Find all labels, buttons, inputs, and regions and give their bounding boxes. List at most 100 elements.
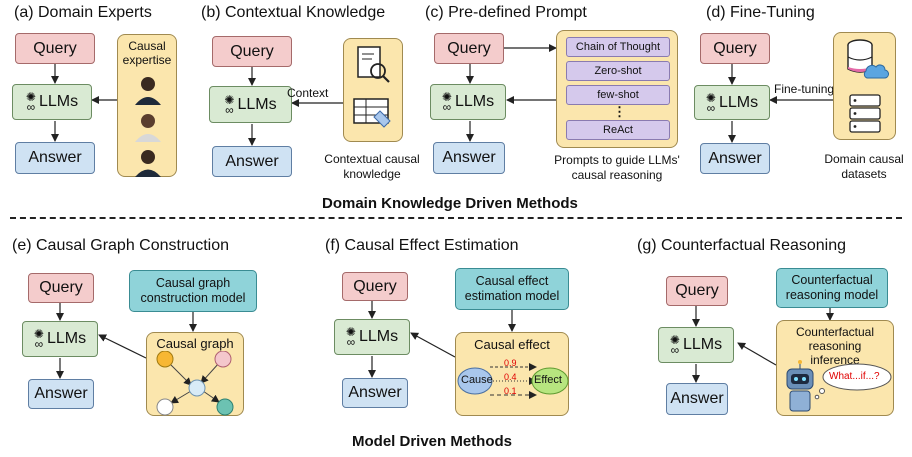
llms-box: ✺ ∞ LLMs: [12, 84, 92, 120]
openai-icon: ✺: [25, 90, 36, 104]
model-logos: ✺ ∞: [441, 90, 452, 114]
llms-box: ✺ ∞ LLMs: [209, 86, 292, 123]
openai-icon: ✺: [669, 333, 680, 347]
section-divider: [10, 217, 902, 219]
openai-icon: ✺: [345, 325, 356, 339]
document-search-icon: [353, 46, 391, 128]
query-box: Query: [700, 33, 770, 64]
meta-icon: ∞: [670, 343, 680, 357]
answer-box: Answer: [342, 378, 408, 408]
prompt-item-react: ReAct: [566, 120, 670, 140]
llms-label: LLMs: [237, 95, 277, 113]
query-box: Query: [212, 36, 292, 67]
prompt-panel: Chain of Thought Zero-shot few-shot ⋮ Re…: [556, 30, 678, 148]
llms-label: LLMs: [38, 93, 79, 110]
model-logos: ✺ ∞: [33, 327, 44, 351]
model-logos: ✺ ∞: [705, 90, 716, 115]
panel-g-title: (g) Counterfactual Reasoning: [637, 237, 847, 254]
counterfactual-model-box: Counterfactual reasoning model: [776, 268, 888, 308]
openai-icon: ✺: [224, 92, 235, 107]
panel-f-title: (f) Causal Effect Estimation: [325, 237, 519, 254]
llms-box: ✺ ∞ LLMs: [658, 327, 734, 363]
thought-bubble-icon: [814, 363, 892, 400]
llms-label: LLMs: [682, 336, 723, 353]
model-logos: ✺ ∞: [345, 325, 356, 349]
weight-label: 0.1: [504, 386, 517, 396]
prompt-item-zero-shot: Zero-shot: [566, 61, 670, 81]
panel-d-title: (d) Fine-Tuning: [706, 4, 815, 21]
panel-b-title: (b) Contextual Knowledge: [201, 4, 386, 21]
model-logos: ✺ ∞: [669, 333, 680, 357]
expert-panel: Causal expertise: [117, 34, 177, 177]
effect-label: Effect: [534, 374, 562, 386]
meta-icon: ∞: [442, 100, 452, 114]
answer-box: Answer: [28, 379, 94, 409]
answer-box: Answer: [666, 383, 728, 415]
server-icon: [849, 94, 881, 133]
causal-effect-title: Causal effect: [474, 337, 550, 352]
meta-icon: ∞: [706, 100, 716, 115]
cause-label: Cause: [461, 374, 493, 386]
query-box: Query: [15, 33, 95, 64]
weight-label: 0.9: [504, 358, 517, 368]
counterfactual-panel: Counterfactual reasoning inference What.…: [776, 320, 894, 416]
openai-icon: ✺: [33, 327, 44, 341]
effect-diagram: [457, 363, 569, 399]
openai-icon: ✺: [705, 90, 716, 105]
prompt-caption: Prompts to guide LLMs' causal reasoning: [554, 153, 680, 182]
table-icon: [353, 98, 391, 128]
query-box: Query: [666, 276, 728, 306]
robot-icon: [786, 360, 892, 412]
dataset-caption: Domain causal datasets: [824, 152, 904, 181]
answer-box: Answer: [15, 142, 95, 174]
cloud-icon: [863, 64, 889, 79]
causal-effect-panel: Causal effect Cause Effect 0.9 0.4 0.1: [455, 332, 569, 416]
llms-box: ✺ ∞ LLMs: [430, 84, 506, 120]
prompt-item-cot: Chain of Thought: [566, 37, 670, 57]
model-logos: ✺ ∞: [25, 90, 36, 114]
answer-box: Answer: [212, 146, 292, 177]
llms-label: LLMs: [454, 93, 495, 110]
answer-box: Answer: [700, 143, 770, 174]
panel-e-title: (e) Causal Graph Construction: [12, 237, 229, 254]
prompt-item-few-shot: few-shot: [566, 85, 670, 105]
effect-model-box: Causal effect estimation model: [455, 268, 569, 310]
meta-icon: ∞: [346, 335, 356, 349]
llms-label: LLMs: [46, 330, 87, 347]
dataset-panel: [833, 32, 896, 140]
openai-icon: ✺: [441, 90, 452, 104]
answer-box: Answer: [433, 142, 505, 174]
person-icon: [135, 77, 161, 177]
graph-icon: [156, 351, 234, 416]
llms-box: ✺ ∞ LLMs: [694, 85, 770, 120]
meta-icon: ∞: [34, 337, 44, 351]
panel-c-title: (c) Pre-defined Prompt: [425, 4, 587, 21]
panel-a-title: (a) Domain Experts: [14, 4, 152, 21]
weight-label: 0.4: [504, 372, 517, 382]
llms-box: ✺ ∞ LLMs: [334, 319, 410, 355]
llms-label: LLMs: [358, 328, 399, 345]
section-title-top: Domain Knowledge Driven Methods: [322, 195, 578, 212]
query-box: Query: [434, 33, 504, 64]
counterfactual-title: Counterfactual reasoning inference: [795, 325, 875, 367]
graph-model-box: Causal graph construction model: [129, 270, 257, 312]
llms-label: LLMs: [718, 93, 759, 111]
llms-box: ✺ ∞ LLMs: [22, 321, 98, 357]
context-label: Context: [287, 86, 329, 100]
model-logos: ✺ ∞: [224, 92, 235, 117]
query-box: Query: [28, 273, 94, 303]
expertise-label: Causal expertise: [122, 39, 172, 67]
prompt-ellipsis: ⋮: [613, 104, 626, 119]
query-box: Query: [342, 272, 408, 301]
meta-icon: ∞: [26, 100, 36, 114]
database-icon: [847, 39, 889, 133]
meta-icon: ∞: [225, 102, 234, 117]
contextual-caption: Contextual causal knowledge: [324, 152, 420, 181]
causal-graph-title: Causal graph: [156, 336, 234, 351]
knowledge-panel: [343, 38, 403, 142]
fine-tuning-label: Fine-tuning: [774, 82, 835, 96]
section-title-bottom: Model Driven Methods: [352, 433, 513, 450]
causal-graph-panel: Causal graph: [146, 332, 244, 416]
bubble-text: What...if...?: [829, 371, 880, 382]
